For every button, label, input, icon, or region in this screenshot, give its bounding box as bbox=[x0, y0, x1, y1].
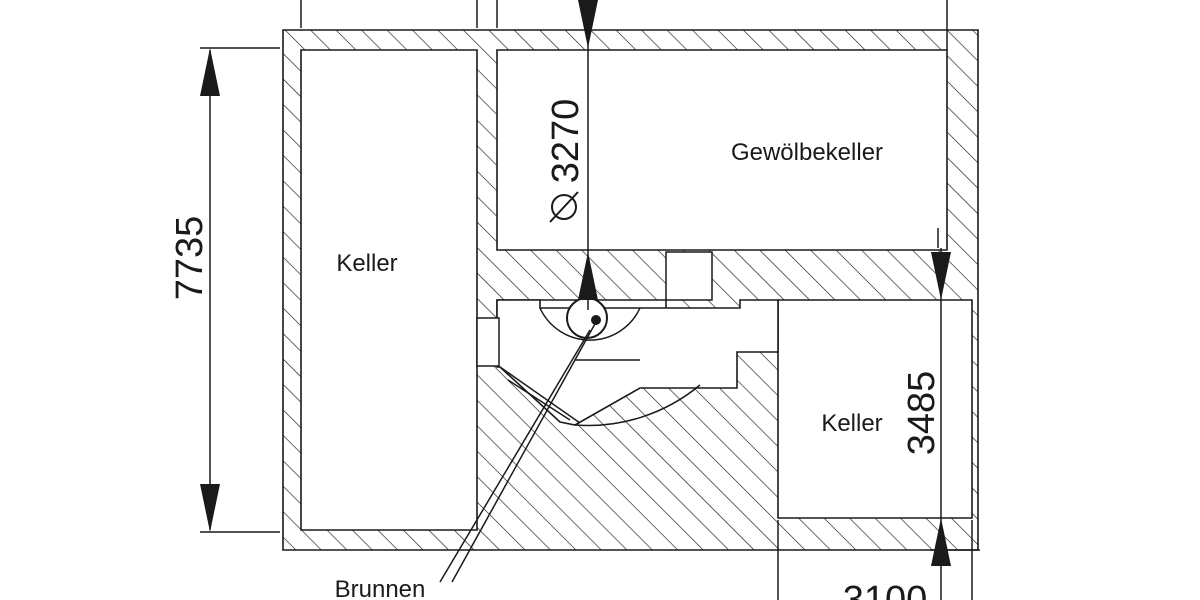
dimension-right-room-height bbox=[930, 228, 980, 600]
label-brunnen: Brunnen bbox=[335, 576, 426, 600]
room-label-keller-left: Keller bbox=[336, 250, 397, 277]
dimension-text-right-room-height: 3485 bbox=[901, 371, 943, 456]
door-openings bbox=[476, 251, 713, 367]
extension-lines-top bbox=[300, 0, 948, 50]
dimension-overall-height bbox=[200, 47, 280, 533]
brunnen-leader bbox=[439, 321, 597, 583]
room-label-gewoelbekeller: Gewölbekeller bbox=[731, 139, 883, 166]
dimension-text-vault-diameter: 3270 bbox=[545, 99, 587, 184]
dimension-right-room-width bbox=[777, 520, 973, 600]
dimension-text-right-room-width: 3100 bbox=[843, 579, 928, 600]
brunnen-well bbox=[566, 297, 608, 339]
room-label-keller-right: Keller bbox=[821, 410, 882, 437]
dimension-text-overall-height: 7735 bbox=[169, 216, 211, 301]
stair-treads bbox=[499, 307, 701, 427]
stair-area bbox=[496, 299, 779, 426]
wall-hatch bbox=[282, 29, 979, 551]
diameter-symbol-icon bbox=[549, 191, 579, 223]
dimension-vault-diameter bbox=[578, 0, 598, 310]
